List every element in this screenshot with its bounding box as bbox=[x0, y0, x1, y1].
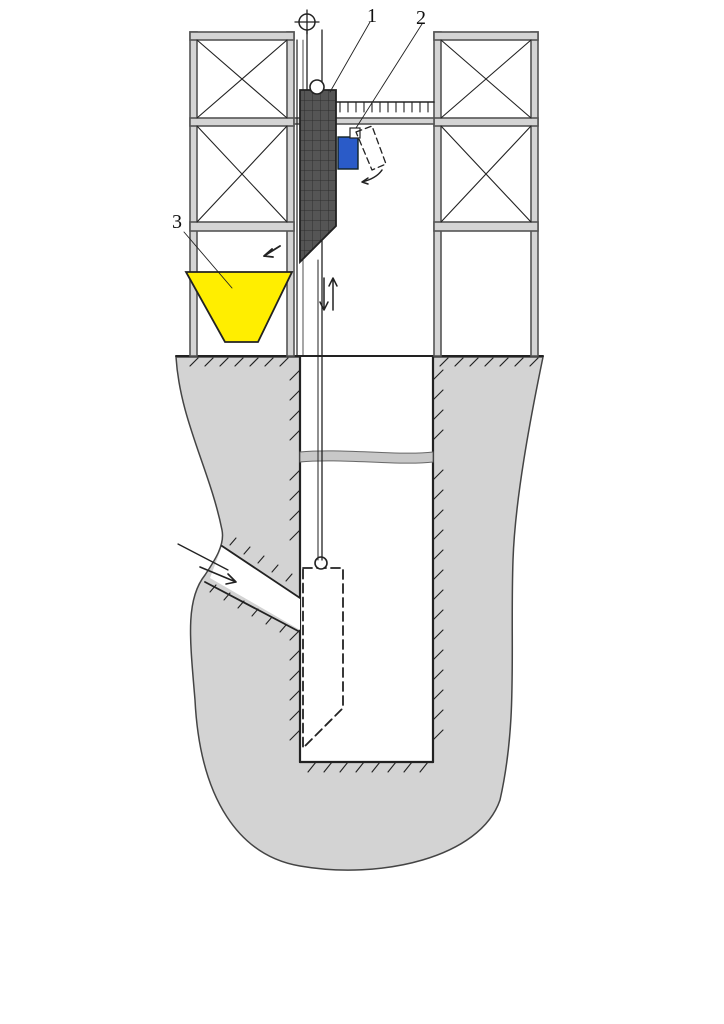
leader-2 bbox=[355, 23, 423, 129]
hopper-body bbox=[184, 271, 294, 343]
door-actuator bbox=[337, 125, 387, 185]
mid-beam-right bbox=[433, 117, 539, 127]
head-sheave-icon bbox=[294, 9, 320, 35]
top-beam-left bbox=[189, 31, 295, 41]
lower-beam-left bbox=[189, 221, 295, 232]
callout-1-label: 1 bbox=[367, 5, 377, 27]
ground-mass bbox=[175, 355, 544, 871]
swing-arrow-icon bbox=[361, 169, 383, 185]
headframe bbox=[189, 31, 539, 357]
hoist-motion-arrows bbox=[319, 277, 338, 311]
callout-3-label: 3 bbox=[172, 211, 182, 233]
top-beam-right bbox=[433, 31, 539, 41]
feed-drift bbox=[177, 537, 301, 633]
down-arrow-icon bbox=[319, 277, 329, 311]
shaft-right-hatching bbox=[432, 369, 444, 741]
surface-hatching bbox=[189, 357, 539, 367]
mid-beam-left bbox=[189, 117, 295, 127]
discharge-arrow-icon bbox=[263, 245, 281, 258]
actuator-motor bbox=[337, 136, 359, 170]
receiving-hopper bbox=[184, 271, 294, 343]
feed-drift-upper-wall bbox=[221, 545, 301, 599]
shaft-bottom-hatching bbox=[307, 761, 429, 773]
skip-body bbox=[299, 89, 337, 265]
left-tower-column-outer bbox=[189, 31, 198, 357]
feed-drift-channel bbox=[210, 546, 300, 630]
right-tower-column-inner bbox=[433, 31, 442, 357]
right-tower-column-outer bbox=[530, 31, 539, 357]
actuator-bracket bbox=[349, 127, 361, 139]
skip-lower-sheave-icon bbox=[314, 556, 328, 570]
rack-beam bbox=[335, 101, 435, 113]
cross-bracing bbox=[196, 39, 532, 223]
leader-1 bbox=[329, 21, 371, 93]
up-arrow-icon bbox=[328, 277, 338, 311]
leader-3 bbox=[183, 231, 233, 289]
feed-drift-lower-wall bbox=[204, 581, 301, 633]
feed-drift-hatching bbox=[209, 537, 293, 633]
loading-level-band bbox=[299, 450, 434, 464]
feed-flow-arrow-icon bbox=[199, 566, 237, 585]
connecting-beam bbox=[293, 117, 435, 125]
callout-leaders bbox=[183, 21, 423, 289]
skip-lower-outline bbox=[302, 567, 344, 749]
actuator-swung-position bbox=[355, 125, 387, 171]
left-tower-column-inner bbox=[286, 31, 295, 357]
skip-upper-position bbox=[263, 79, 337, 265]
callout-2-label: 2 bbox=[416, 7, 426, 29]
shaft bbox=[289, 355, 444, 773]
ground-rock bbox=[175, 356, 544, 871]
skip-sheave-icon bbox=[309, 79, 325, 95]
feed-flow-line bbox=[177, 543, 229, 571]
lower-beam-right bbox=[433, 221, 539, 232]
